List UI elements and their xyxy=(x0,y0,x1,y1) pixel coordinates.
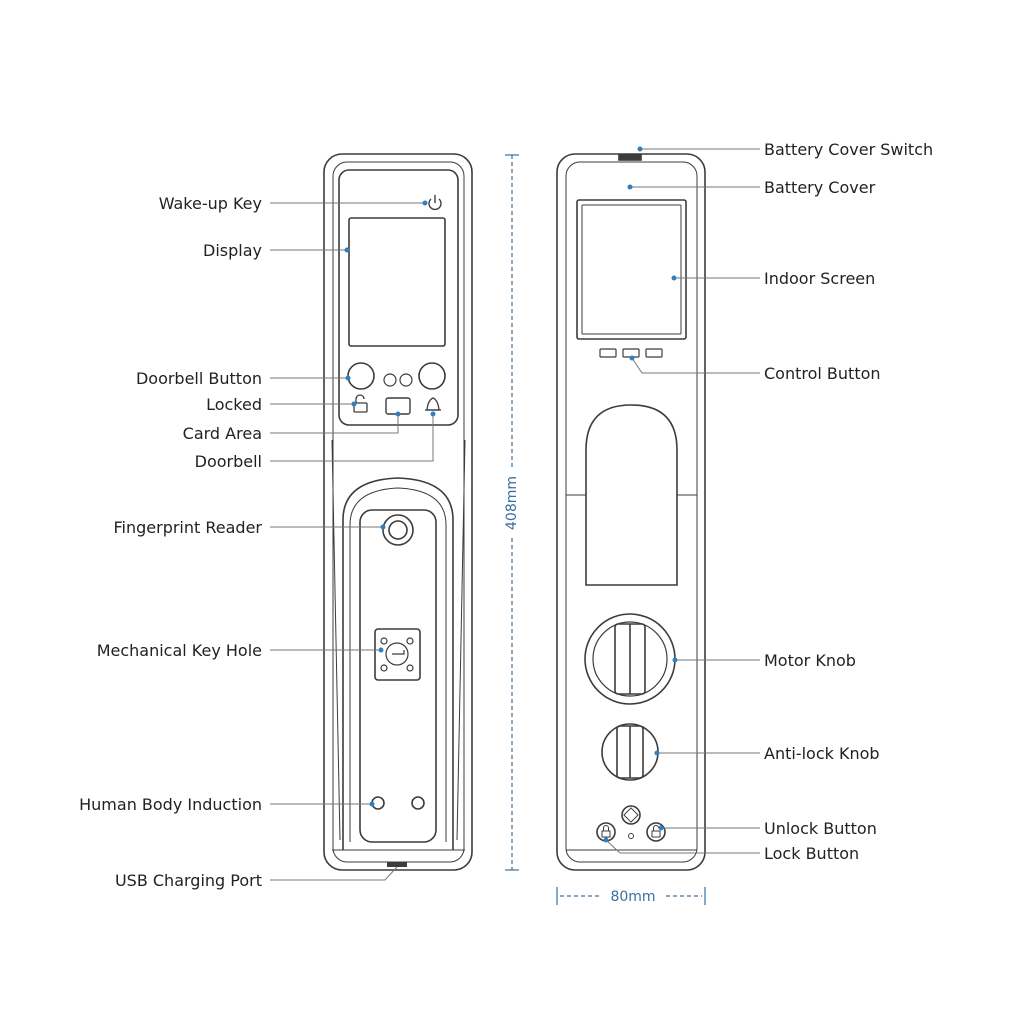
front-panel xyxy=(323,153,473,871)
height-dimension-label: 408mm xyxy=(504,476,520,530)
center-screw-shape xyxy=(621,805,641,825)
handle-inner xyxy=(359,509,437,843)
unlock-button-shape xyxy=(646,822,666,842)
back-panel xyxy=(556,153,706,871)
battery-cover-switch-shape xyxy=(618,154,642,161)
indicator-dot-left xyxy=(383,373,397,387)
key-icon xyxy=(380,637,414,672)
usb-port-shape xyxy=(387,862,407,867)
motor-knob-inner xyxy=(592,621,668,697)
back-labels: Battery Cover Switch Battery Cover Indoo… xyxy=(764,140,933,863)
screw-cross-icon xyxy=(623,807,639,823)
control-button-left xyxy=(599,348,617,358)
label-locked: Locked xyxy=(206,395,262,414)
right-groove xyxy=(456,439,466,841)
doorbell-button-shape xyxy=(347,362,375,390)
label-card-area: Card Area xyxy=(183,424,262,443)
label-battery-cover-switch: Battery Cover Switch xyxy=(764,140,933,159)
back-inner-body xyxy=(565,161,698,863)
label-control-button: Control Button xyxy=(764,364,881,383)
back-leader-lines xyxy=(605,148,760,854)
label-indoor-screen: Indoor Screen xyxy=(764,269,875,288)
label-battery-cover: Battery Cover xyxy=(764,178,876,197)
right-round-button xyxy=(418,362,446,390)
width-dimension xyxy=(556,887,706,905)
label-anti-lock-knob: Anti-lock Knob xyxy=(764,744,880,763)
label-doorbell-button: Doorbell Button xyxy=(136,369,262,388)
control-button-right xyxy=(645,348,663,358)
fingerprint-reader-ring xyxy=(382,514,414,546)
lock-small-icon xyxy=(601,825,611,838)
bell-icon xyxy=(425,397,441,411)
label-mechanical-key-hole: Mechanical Key Hole xyxy=(97,641,262,660)
label-wake-up-key: Wake-up Key xyxy=(159,194,262,213)
handle-rim xyxy=(349,487,447,842)
front-leader-dots xyxy=(344,200,436,807)
unlock-small-icon xyxy=(651,825,661,838)
indoor-screen-frame xyxy=(576,199,687,340)
label-doorbell: Doorbell xyxy=(195,452,262,471)
label-unlock-button: Unlock Button xyxy=(764,819,877,838)
back-leader-dots xyxy=(603,146,678,843)
indicator-dot-right xyxy=(399,373,413,387)
label-human-body-induction: Human Body Induction xyxy=(79,795,262,814)
fingerprint-reader-core xyxy=(388,520,408,540)
front-leader-lines xyxy=(270,202,434,881)
induction-sensor-right xyxy=(411,796,425,810)
height-dimension xyxy=(505,154,519,871)
front-labels: Wake-up Key Display Doorbell Button Lock… xyxy=(79,194,262,890)
width-dimension-label: 80mm xyxy=(610,889,655,905)
padlock-icon xyxy=(353,394,368,413)
label-fingerprint-reader: Fingerprint Reader xyxy=(113,518,262,537)
label-lock-button: Lock Button xyxy=(764,844,859,863)
left-groove xyxy=(331,439,341,841)
label-display: Display xyxy=(203,241,262,260)
back-outer-body xyxy=(556,153,706,871)
label-motor-knob: Motor Knob xyxy=(764,651,856,670)
key-hole-plate xyxy=(374,628,421,681)
front-outer-body xyxy=(323,153,473,871)
label-usb-charging-port: USB Charging Port xyxy=(115,871,262,890)
power-icon xyxy=(428,195,442,211)
handle-outer xyxy=(342,477,454,850)
back-handle-slot xyxy=(585,404,678,586)
indoor-screen xyxy=(581,204,682,335)
front-display xyxy=(348,217,446,347)
center-hole xyxy=(628,833,634,839)
